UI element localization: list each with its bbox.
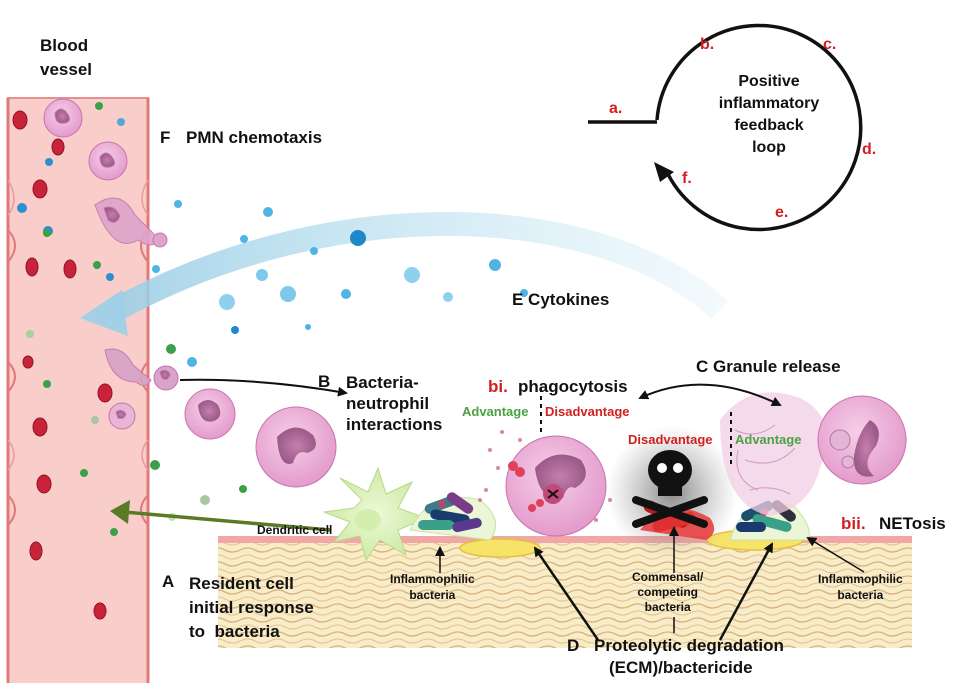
loop-step-f: f.	[682, 170, 692, 187]
loop-step-c: c.	[823, 36, 837, 53]
label-a-letter: A	[162, 572, 175, 591]
blood-vessel	[6, 97, 179, 688]
loop-step-b: b.	[700, 36, 715, 53]
neutrophil-netosis	[720, 392, 907, 516]
label-e-cytokines: E Cytokines	[512, 290, 610, 309]
label-inflammophilic-left: Inflammophilic bacteria	[390, 572, 475, 602]
arrow-d-left	[533, 546, 600, 641]
blood-vessel-label: Blood vessel	[40, 36, 92, 79]
arrow-b	[179, 378, 348, 397]
label-disadvantage-left: Disadvantage	[545, 404, 630, 419]
arrows	[179, 378, 865, 641]
advantage-left-text: Advantage	[462, 404, 529, 419]
label-netosis: NETosis	[879, 514, 946, 533]
arrow-granule	[638, 383, 782, 406]
label-bii: bii.	[841, 514, 866, 533]
label-b-letter: B	[318, 372, 331, 391]
loop-title-line-4: loop	[752, 139, 786, 156]
feedback-loop	[588, 23, 863, 232]
arrow-bacteria-right	[806, 536, 865, 573]
label-bacteria-neutrophil: Bacteria- neutrophil interactions	[346, 373, 443, 434]
label-c-granule-release: C Granule release	[696, 357, 841, 376]
dendritic-cell	[323, 466, 428, 562]
label-d-letter: D	[567, 636, 580, 655]
label-f-letter: F	[160, 128, 171, 147]
bacteria-cluster-left	[409, 492, 497, 541]
label-commensal: Commensal/ competing bacteria	[632, 570, 704, 614]
neutrophil-free	[184, 388, 337, 488]
loop-title-line-1: Positive	[738, 73, 800, 90]
label-phagocytosis: phagocytosis	[518, 377, 628, 396]
label-bi: bi.	[488, 377, 508, 396]
loop-title-line-2: inflammatory	[718, 95, 820, 112]
loop-step-e: e.	[775, 204, 789, 221]
label-advantage-left: Advantage	[462, 404, 528, 419]
label-dendritic-cell: Dendritic cell	[257, 523, 333, 537]
label-advantage-right: Advantage	[735, 432, 802, 447]
cytokine-arrow	[80, 212, 729, 336]
neutrophil-phagocytosis	[478, 430, 612, 537]
label-pmn-chemotaxis: PMN chemotaxis	[186, 128, 323, 147]
loop-step-a: a.	[609, 100, 623, 117]
label-proteolytic: Proteolytic degradation	[594, 636, 784, 655]
loop-step-d: d.	[862, 141, 877, 158]
arrow-d-right	[718, 542, 774, 641]
label-disadvantage-right: Disadvantage	[628, 432, 713, 447]
arrow-dendritic	[110, 500, 331, 532]
label-inflammophilic-right: Inflammophilic bacteria	[818, 572, 903, 602]
label-resident-cell: Resident cell initial response to bacter…	[189, 574, 314, 641]
loop-title-line-3: feedback	[734, 117, 804, 134]
cytokine-dots	[152, 200, 528, 367]
tissue-ecm	[218, 529, 912, 648]
label-ecm-bactericide: (ECM)/bactericide	[609, 658, 753, 677]
loop-title: Positive inflammatory feedback loop	[699, 71, 839, 159]
skull-commensal	[606, 426, 738, 558]
